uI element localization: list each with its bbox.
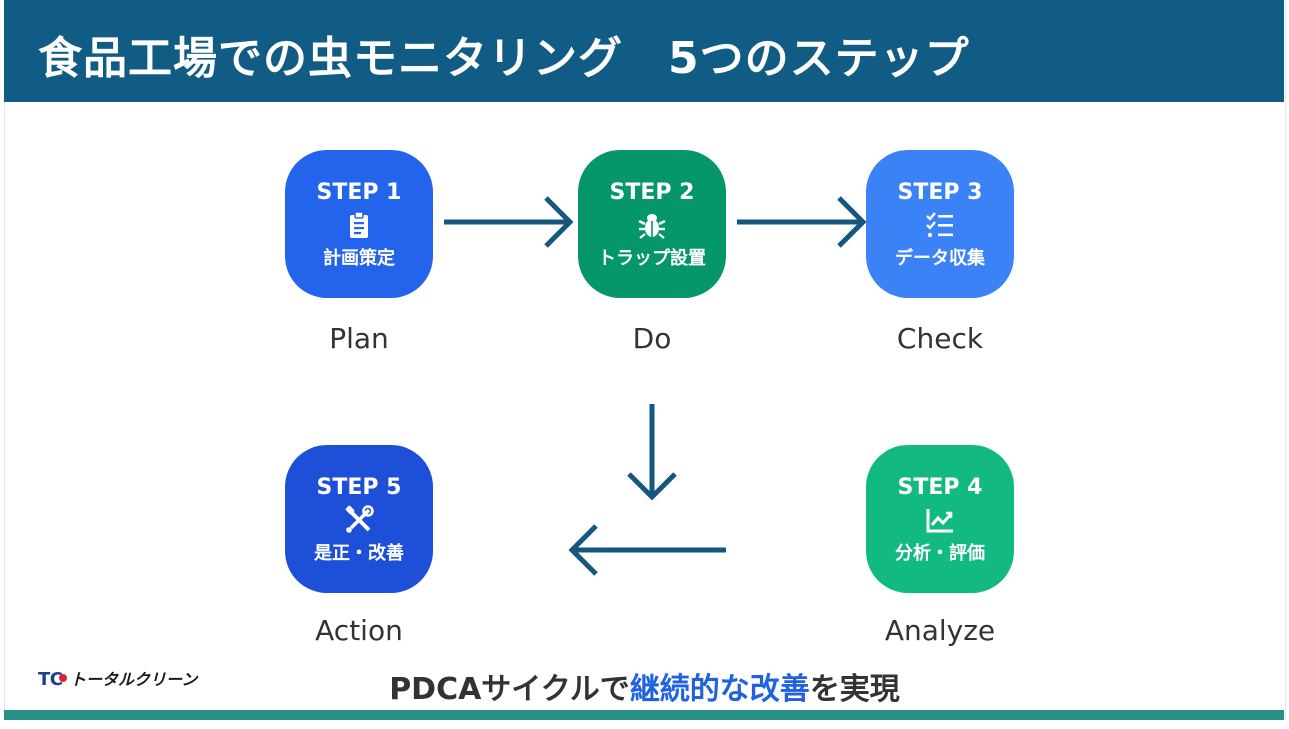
svg-text:トータルクリーン: トータルクリーン — [70, 670, 199, 689]
tools-icon — [345, 505, 374, 533]
chart-line-icon — [926, 509, 953, 533]
step-task-label: 計画策定 — [323, 248, 395, 269]
step-4-caption: Analyze — [884, 614, 996, 647]
header-bar: 食品工場での虫モニタリング 5つのステップ — [4, 0, 1284, 102]
logo-graphic: TC トータルクリーン — [38, 669, 199, 690]
step-task-label: 是正・改善 — [314, 543, 404, 564]
svg-text:TC: TC — [38, 669, 63, 690]
checklist-icon — [926, 212, 953, 238]
step-3-card: STEP 3 データ収集 — [866, 150, 1014, 298]
step-number: STEP 1 — [316, 180, 402, 205]
step-number: STEP 2 — [609, 180, 695, 205]
step-1-caption: Plan — [329, 322, 389, 355]
footer-text-before: PDCAサイクルで — [389, 672, 630, 707]
step-task-label: 分析・評価 — [895, 543, 985, 564]
footer-highlight: 継続的な改善 — [629, 672, 810, 707]
step-4-card: STEP 4 分析・評価 — [866, 445, 1014, 593]
step-2-caption: Do — [632, 322, 672, 355]
bug-icon — [638, 214, 666, 239]
clipboard-icon — [350, 211, 368, 238]
step-number: STEP 3 — [897, 180, 983, 205]
arrow-down-icon — [627, 404, 677, 501]
footer-text-after: を実現 — [809, 672, 900, 707]
page-title: 食品工場での虫モニタリング 5つのステップ — [38, 33, 970, 84]
step-number: STEP 4 — [897, 475, 983, 500]
bottom-accent-bar — [4, 710, 1284, 720]
footer-tagline: PDCAサイクルで継続的な改善を実現 — [0, 664, 1289, 708]
step-5-caption: Action — [315, 614, 403, 647]
step-task-label: データ収集 — [895, 248, 985, 269]
step-task-label: トラップ設置 — [598, 248, 706, 269]
step-1-card: STEP 1 計画策定 — [285, 150, 433, 298]
step-5-card: STEP 5 是正・改善 — [285, 445, 433, 593]
step-number: STEP 5 — [316, 475, 402, 500]
company-logo: TC トータルクリーン — [38, 665, 208, 695]
slide-frame — [4, 0, 1286, 720]
arrow-right-icon — [737, 196, 867, 248]
step-3-caption: Check — [896, 322, 984, 355]
arrow-right-icon — [444, 196, 574, 248]
step-2-card: STEP 2 トラップ設置 — [578, 150, 726, 298]
arrow-left-icon — [568, 524, 726, 576]
